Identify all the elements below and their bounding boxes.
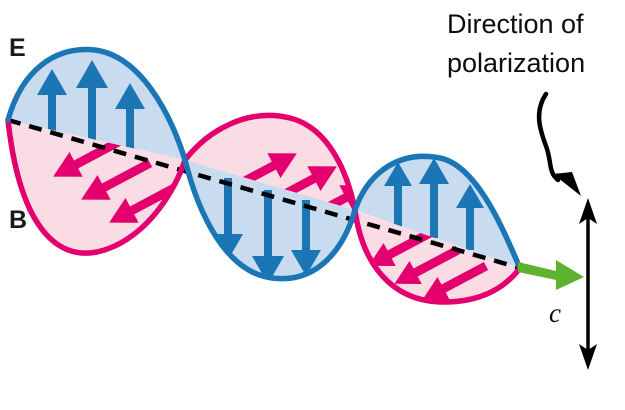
callout-line-2: polarization [447,48,585,78]
b-arrow [109,182,181,223]
e-arrow [291,200,321,276]
e-arrow [252,190,284,279]
e-arrow [456,184,484,250]
polarization-double-arrow [579,198,597,370]
b-arrow [81,159,153,200]
e-field-curve [5,46,523,282]
propagation-direction-arrow [518,260,584,290]
propagation-axis-dashed-line [7,117,521,271]
callout-curved-pointer [536,91,581,196]
e-field-label: E [9,34,26,62]
callout-line-1: Direction of [447,9,584,39]
b-arrow [53,136,125,177]
b-field-curve [5,112,523,305]
b-arrow [394,246,461,285]
e-arrow [419,158,449,238]
e-arrow [37,69,67,137]
speed-of-light-label: c [549,298,561,328]
b-field-label: B [9,206,27,234]
b-arrow [422,262,489,301]
e-arrow [76,60,108,150]
e-arrow [115,83,145,160]
e-arrow [384,162,412,228]
